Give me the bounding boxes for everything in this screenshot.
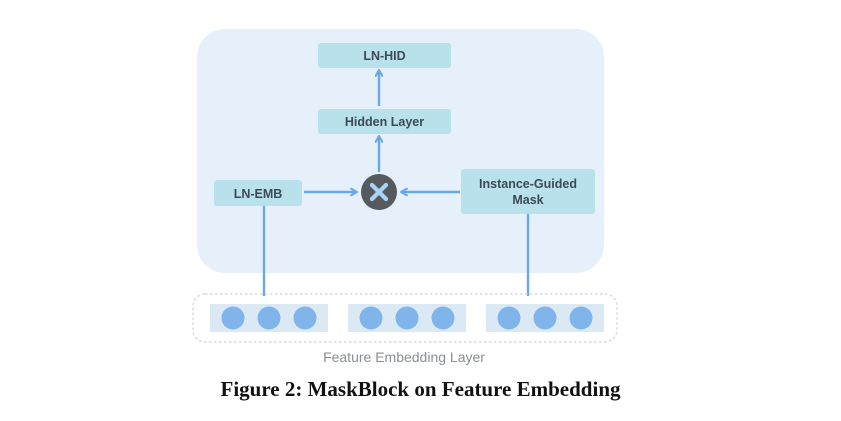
embedding-circle bbox=[533, 306, 557, 330]
embedding-group bbox=[348, 304, 466, 332]
hidden-layer-node: Hidden Layer bbox=[318, 109, 451, 134]
mask-label-line2: Mask bbox=[512, 193, 543, 207]
mask-label-line1: Instance-Guided bbox=[479, 177, 577, 191]
embedding-group bbox=[210, 304, 328, 332]
embedding-circle bbox=[257, 306, 281, 330]
embedding-circle bbox=[569, 306, 593, 330]
ln-hid-node: LN-HID bbox=[318, 43, 451, 68]
embedding-circle bbox=[359, 306, 383, 330]
embedding-circle bbox=[221, 306, 245, 330]
hidden-layer-label: Hidden Layer bbox=[345, 115, 424, 129]
instance-guided-mask-node: Instance-Guided Mask bbox=[461, 169, 595, 214]
ln-hid-label: LN-HID bbox=[363, 49, 405, 63]
embedding-layer-dashed-border bbox=[192, 293, 618, 343]
embedding-circle bbox=[395, 306, 419, 330]
embedding-circle bbox=[497, 306, 521, 330]
embedding-circle bbox=[293, 306, 317, 330]
feature-embedding-layer-label: Feature Embedding Layer bbox=[323, 349, 485, 365]
embedding-group bbox=[486, 304, 604, 332]
feature-embedding-layer bbox=[192, 293, 618, 343]
figure-caption: Figure 2: MaskBlock on Feature Embedding bbox=[220, 377, 621, 401]
ln-emb-label: LN-EMB bbox=[234, 187, 283, 201]
multiply-icon bbox=[361, 174, 397, 210]
embedding-groups bbox=[210, 304, 604, 332]
ln-emb-node: LN-EMB bbox=[214, 180, 302, 206]
embedding-circle bbox=[431, 306, 455, 330]
